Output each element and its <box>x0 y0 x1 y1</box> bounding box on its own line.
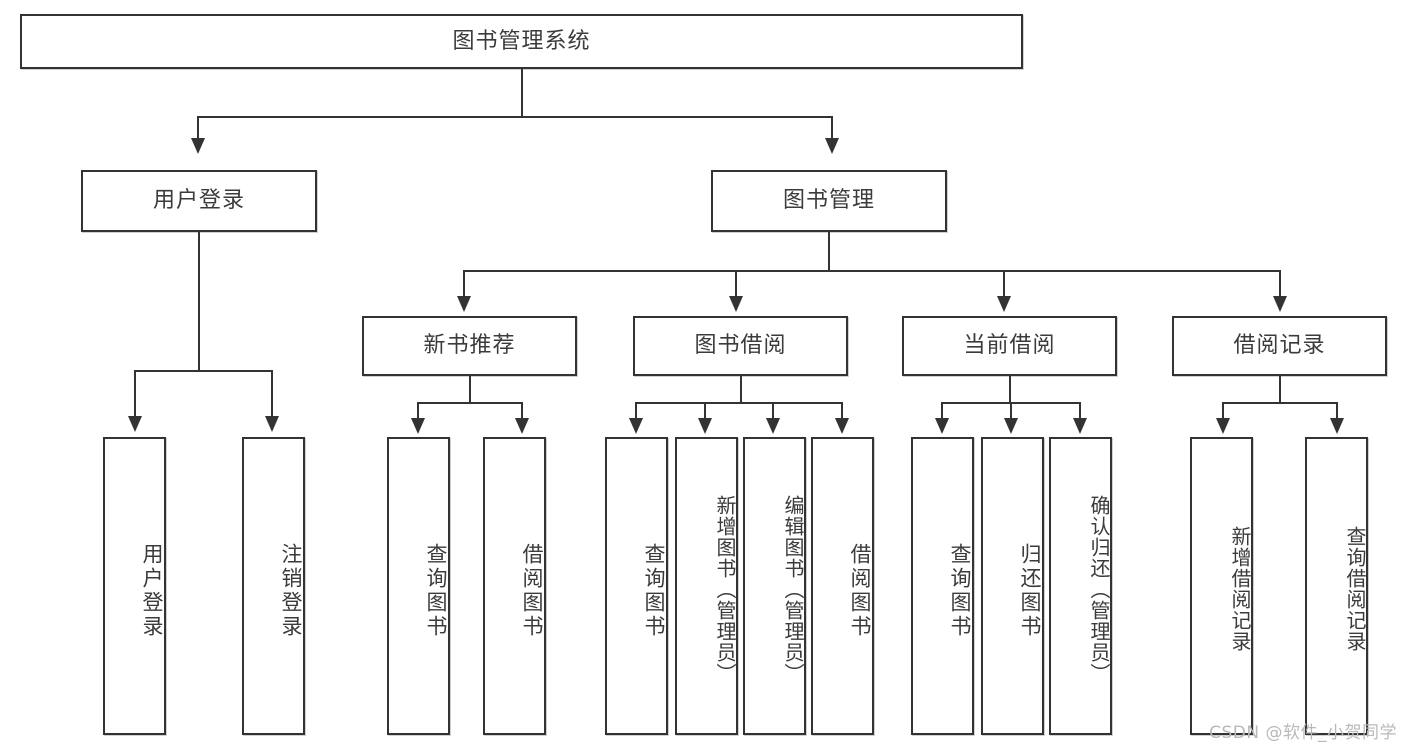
node-book-borrow[interactable]: 图书借阅 <box>633 316 848 376</box>
connector-record-bus <box>1222 402 1337 404</box>
leaf-logout-label: 注销登录 <box>279 543 303 639</box>
node-root-label: 图书管理系统 <box>452 28 591 54</box>
connector-borrow-bus <box>635 402 843 404</box>
connector-borrow-drop-2 <box>704 402 706 420</box>
arrowhead-level2-right <box>825 138 839 154</box>
arrowhead-current-1 <box>935 418 949 434</box>
arrowhead-record-2 <box>1330 418 1344 434</box>
connector-level3-drop-1 <box>463 270 465 298</box>
arrowhead-level3-2 <box>729 296 743 312</box>
connector-borrow-stem <box>740 376 742 404</box>
node-new-book-recommend-label: 新书推荐 <box>423 333 516 359</box>
leaf-current-query-book[interactable]: 查询图书 <box>911 437 974 735</box>
connector-level2-drop-left <box>197 116 199 140</box>
arrowhead-level3-3 <box>997 296 1011 312</box>
connector-current-drop-1 <box>941 402 943 420</box>
node-user-login[interactable]: 用户登录 <box>81 170 317 232</box>
leaf-borrow-borrow-book[interactable]: 借阅图书 <box>811 437 874 735</box>
arrowhead-level2-left <box>191 138 205 154</box>
connector-user-login-drop-1 <box>134 370 136 418</box>
arrowhead-user-login-1 <box>128 416 142 432</box>
arrowhead-borrow-3 <box>766 418 780 434</box>
connector-level3-drop-4 <box>1279 270 1281 298</box>
leaf-borrow-query-book[interactable]: 查询图书 <box>605 437 668 735</box>
node-book-borrow-label: 图书借阅 <box>694 333 787 359</box>
leaf-record-add-record-label: 新增借阅记录 <box>1228 526 1252 652</box>
node-new-book-recommend[interactable]: 新书推荐 <box>362 316 577 376</box>
arrowhead-current-2 <box>1004 418 1018 434</box>
leaf-current-confirm-return-admin-label: 确认归还（管理员） <box>1087 494 1111 684</box>
connector-current-drop-2 <box>1010 402 1012 420</box>
node-root-system[interactable]: 图书管理系统 <box>20 14 1023 69</box>
leaf-current-confirm-return-admin[interactable]: 确认归还（管理员） <box>1049 437 1112 735</box>
connector-borrow-drop-1 <box>635 402 637 420</box>
connector-record-drop-1 <box>1222 402 1224 420</box>
connector-level2-bus <box>197 116 833 118</box>
connector-recommend-drop-1 <box>417 402 419 420</box>
leaf-recommend-borrow-book[interactable]: 借阅图书 <box>483 437 546 735</box>
arrowhead-user-login-2 <box>265 416 279 432</box>
arrowhead-recommend-2 <box>515 418 529 434</box>
leaf-recommend-query-book-label: 查询图书 <box>424 543 448 639</box>
arrowhead-borrow-2 <box>698 418 712 434</box>
connector-level3-drop-2 <box>735 270 737 298</box>
connector-current-stem <box>1009 376 1011 404</box>
arrowhead-level3-4 <box>1273 296 1287 312</box>
leaf-record-query-record-label: 查询借阅记录 <box>1343 526 1367 652</box>
leaf-borrow-edit-book-admin[interactable]: 编辑图书（管理员） <box>743 437 806 735</box>
arrowhead-borrow-4 <box>835 418 849 434</box>
node-borrow-record-label: 借阅记录 <box>1233 333 1326 359</box>
node-user-login-label: 用户登录 <box>152 188 245 214</box>
arrowhead-borrow-1 <box>629 418 643 434</box>
node-current-borrow-label: 当前借阅 <box>963 333 1056 359</box>
leaf-recommend-borrow-book-label: 借阅图书 <box>520 543 544 639</box>
arrowhead-current-3 <box>1073 418 1087 434</box>
connector-record-stem <box>1279 376 1281 404</box>
connector-recommend-stem <box>469 376 471 404</box>
leaf-borrow-add-book-admin[interactable]: 新增图书（管理员） <box>675 437 738 735</box>
connector-user-login-bus <box>134 370 271 372</box>
connector-level2-drop-right <box>831 116 833 140</box>
connector-recommend-bus <box>417 402 521 404</box>
connector-record-drop-2 <box>1336 402 1338 420</box>
leaf-borrow-query-book-label: 查询图书 <box>642 543 666 639</box>
node-book-management-label: 图书管理 <box>782 188 875 214</box>
leaf-borrow-add-book-admin-label: 新增图书（管理员） <box>713 494 737 684</box>
leaf-current-return-book-label: 归还图书 <box>1018 543 1042 639</box>
connector-user-login-drop-2 <box>271 370 273 418</box>
leaf-borrow-borrow-book-label: 借阅图书 <box>848 543 872 639</box>
connector-root-stem <box>521 69 523 116</box>
leaf-user-login[interactable]: 用户登录 <box>103 437 166 735</box>
connector-current-drop-3 <box>1079 402 1081 420</box>
arrowhead-level3-1 <box>457 296 471 312</box>
connector-borrow-drop-4 <box>841 402 843 420</box>
node-current-borrow[interactable]: 当前借阅 <box>902 316 1117 376</box>
connector-book-management-stem <box>828 232 830 272</box>
leaf-borrow-edit-book-admin-label: 编辑图书（管理员） <box>781 494 805 684</box>
connector-user-login-stem <box>198 232 200 372</box>
arrowhead-recommend-1 <box>411 418 425 434</box>
leaf-user-login-label: 用户登录 <box>140 543 164 639</box>
leaf-current-return-book[interactable]: 归还图书 <box>981 437 1044 735</box>
leaf-logout[interactable]: 注销登录 <box>242 437 305 735</box>
connector-level3-bus <box>463 270 1281 272</box>
connector-borrow-drop-3 <box>772 402 774 420</box>
leaf-recommend-query-book[interactable]: 查询图书 <box>387 437 450 735</box>
arrowhead-record-1 <box>1216 418 1230 434</box>
node-borrow-record[interactable]: 借阅记录 <box>1172 316 1387 376</box>
connector-recommend-drop-2 <box>521 402 523 420</box>
leaf-record-query-record[interactable]: 查询借阅记录 <box>1305 437 1368 735</box>
leaf-record-add-record[interactable]: 新增借阅记录 <box>1190 437 1253 735</box>
leaf-current-query-book-label: 查询图书 <box>948 543 972 639</box>
connector-level3-drop-3 <box>1003 270 1005 298</box>
node-book-management[interactable]: 图书管理 <box>711 170 947 232</box>
